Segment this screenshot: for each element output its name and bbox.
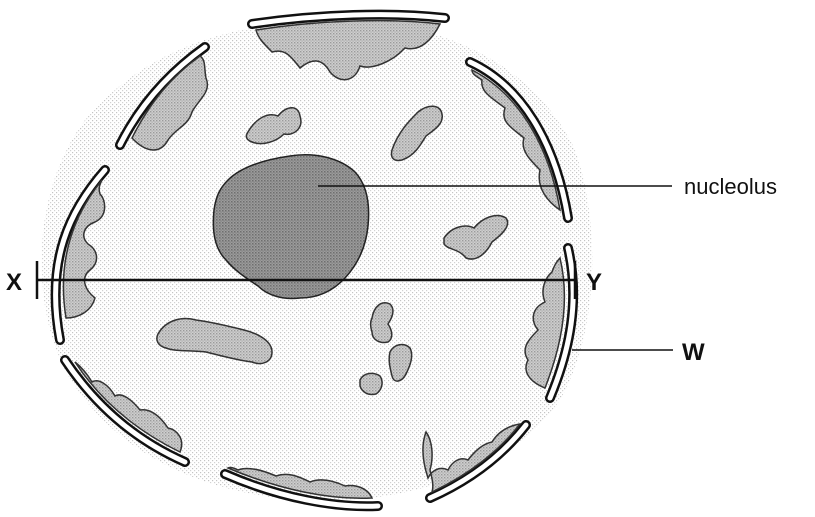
chromatin-clump [360,373,382,394]
x-label: X [6,269,22,296]
w-label: W [682,339,705,366]
y-label: Y [586,269,602,296]
nucleolus-label: nucleolus [684,174,777,199]
